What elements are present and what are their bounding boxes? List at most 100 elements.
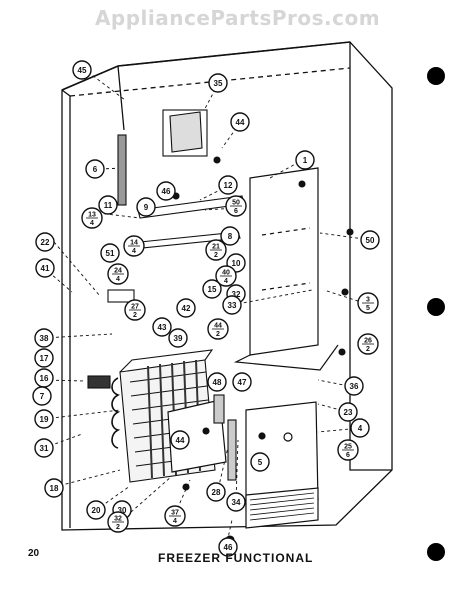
callout-number: 17: [40, 354, 49, 363]
callout-number: 35: [214, 79, 223, 88]
callout-number: 6: [93, 165, 98, 174]
binder-hole-top: [427, 67, 445, 85]
callout-circle: [34, 328, 54, 348]
callout-c20: 20: [86, 500, 106, 520]
callout-c43: 43: [152, 317, 172, 337]
callout-c41: 41: [35, 258, 55, 278]
callout-number: 8: [228, 232, 233, 241]
callout-number: 28: [212, 488, 221, 497]
callout-circle: [152, 317, 172, 337]
callout-circle: [202, 279, 222, 299]
callout-number: 44: [214, 323, 222, 330]
callout-c35: 35: [208, 73, 228, 93]
callout-c34: 34: [226, 492, 246, 512]
callout-c11: 11: [98, 195, 118, 215]
callout-c38: 38: [34, 328, 54, 348]
callout-circle: [34, 438, 54, 458]
callout-number: 31: [40, 444, 49, 453]
watermark: AppliancePartsPros.com: [94, 6, 381, 30]
callout-c21_2: 212: [205, 239, 227, 261]
diagram-caption: FREEZER FUNCTIONAL: [158, 551, 314, 565]
callout-circle: [35, 258, 55, 278]
callout-c24_4: 244: [107, 263, 129, 285]
callout-quantity: 4: [173, 518, 177, 525]
callout-c23: 23: [338, 402, 358, 422]
callout-circle: [72, 60, 92, 80]
lower-duct: [245, 401, 319, 529]
callout-quantity: 4: [90, 220, 94, 227]
callout-quantity: 4: [224, 278, 228, 285]
callout-circle: [86, 500, 106, 520]
callout-c15: 15: [202, 279, 222, 299]
callout-c51: 51: [100, 243, 120, 263]
callout-c26_2: 262: [357, 333, 379, 355]
callout-circle: [350, 418, 370, 438]
callout-number: 45: [78, 66, 87, 75]
callout-number: 44: [176, 436, 185, 445]
callout-number: 27: [131, 304, 139, 311]
small-parts: [87, 109, 354, 545]
callout-c25_6: 256: [337, 439, 359, 461]
page-number: 20: [28, 548, 40, 559]
callout-circle: [98, 195, 118, 215]
callout-number: 34: [232, 498, 241, 507]
callout-c8: 8: [220, 226, 240, 246]
callout-number: 21: [212, 244, 220, 251]
callout-number: 47: [238, 378, 247, 387]
callout-number: 39: [174, 334, 183, 343]
callout-c9: 9: [136, 197, 156, 217]
callout-c27_2: 272: [124, 299, 146, 321]
callout-circle: [218, 537, 238, 557]
callout-number: 23: [344, 408, 353, 417]
callout-c39: 39: [168, 328, 188, 348]
callout-number: 13: [88, 212, 96, 219]
callout-number: 43: [158, 323, 167, 332]
callout-circle: [34, 409, 54, 429]
callout-quantity: 6: [346, 452, 350, 459]
callout-c47: 47: [232, 372, 252, 392]
callout-c40_4: 404: [215, 265, 237, 287]
callout-number: 1: [303, 156, 308, 165]
callout-c3_5: 35: [357, 292, 379, 314]
callout-number: 26: [364, 338, 372, 345]
callout-c19: 19: [34, 409, 54, 429]
callout-circle: [100, 243, 120, 263]
callout-c7: 7: [32, 386, 52, 406]
callout-circle: [208, 73, 228, 93]
callout-circle: [168, 328, 188, 348]
callout-c42: 42: [176, 298, 196, 318]
callout-circle: [218, 175, 238, 195]
callout-quantity: 4: [116, 276, 120, 283]
callout-number: 40: [222, 270, 230, 277]
callout-c33: 33: [222, 295, 242, 315]
callout-number: 7: [40, 392, 45, 401]
callout-quantity: 2: [116, 524, 120, 531]
callout-circle: [34, 348, 54, 368]
callout-number: 36: [350, 382, 359, 391]
callout-number: 50: [232, 200, 240, 207]
callout-number: 20: [92, 506, 101, 515]
callout-circle: [35, 232, 55, 252]
callout-number: 12: [224, 181, 233, 190]
callout-circle: [170, 430, 190, 450]
callout-quantity: 2: [366, 346, 370, 353]
callout-circle: [136, 197, 156, 217]
cabinet-outline: [61, 41, 393, 531]
callout-quantity: 2: [214, 252, 218, 259]
callout-c1: 1: [295, 150, 315, 170]
callout-number: 4: [358, 424, 363, 433]
callout-number: 16: [40, 374, 49, 383]
callout-quantity: 2: [133, 312, 137, 319]
callout-number: 32: [114, 516, 122, 523]
callout-circle: [207, 372, 227, 392]
callout-number: 19: [40, 415, 49, 424]
callout-c50: 50: [360, 230, 380, 250]
callout-c48: 48: [207, 372, 227, 392]
binder-hole-bottom: [427, 543, 445, 561]
callout-c6: 6: [85, 159, 105, 179]
callout-number: 44: [236, 118, 245, 127]
callout-number: 11: [104, 201, 113, 210]
callout-circle: [232, 372, 252, 392]
